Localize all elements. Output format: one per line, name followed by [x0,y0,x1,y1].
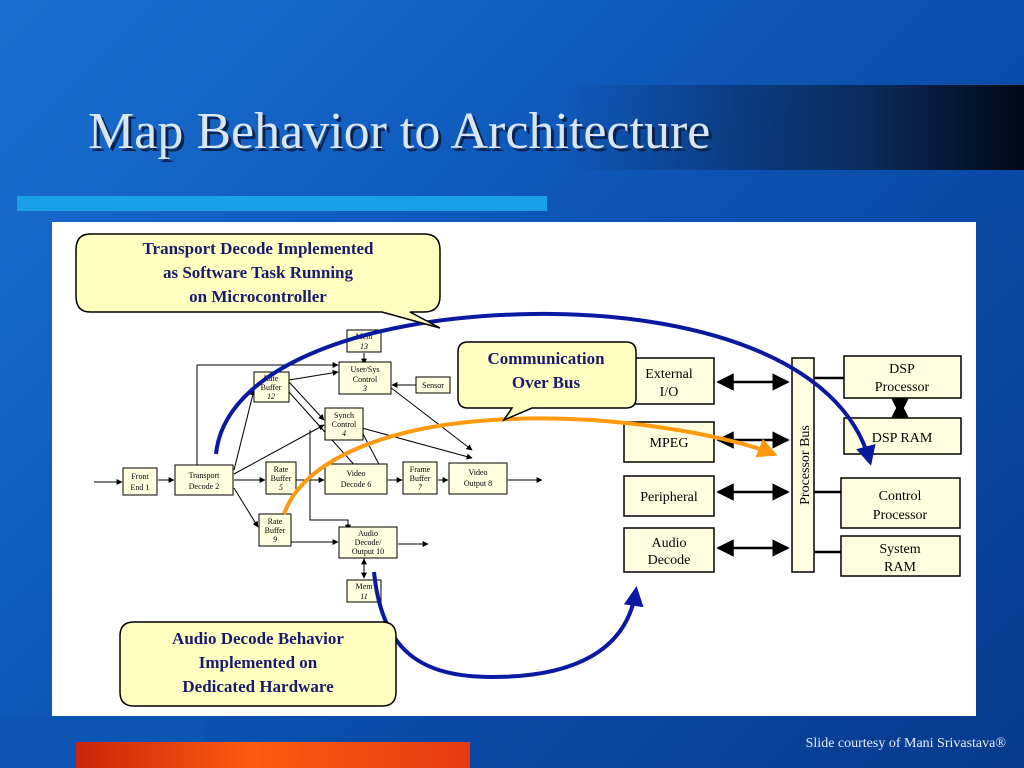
slide-title: Map Behavior to Architecture [88,103,711,160]
svg-text:MPEG: MPEG [650,436,689,451]
svg-text:Audio Decode Behavior: Audio Decode Behavior [172,629,344,648]
svg-text:End 1: End 1 [131,483,150,492]
svg-text:DSP RAM: DSP RAM [872,431,933,446]
svg-text:Rate: Rate [264,374,279,383]
block-sensor: Sensor [415,376,451,394]
svg-text:Implemented on: Implemented on [199,653,318,672]
svg-text:Front: Front [131,472,149,481]
svg-text:Communication: Communication [487,349,605,368]
svg-text:13: 13 [360,342,368,351]
svg-text:Rate: Rate [268,517,283,526]
arch-external-io: External I/O [623,357,715,405]
block-rate-buffer-9: Rate Buffer 9 [258,513,292,547]
svg-text:Audio: Audio [358,529,378,538]
svg-text:3: 3 [362,384,367,393]
svg-text:on Microcontroller: on Microcontroller [189,287,327,306]
svg-text:Output 10: Output 10 [352,547,384,556]
svg-text:Video: Video [346,469,365,478]
arch-dsp-processor: DSP Processor [843,355,962,399]
svg-text:Processor: Processor [873,508,928,523]
svg-text:Processor Bus: Processor Bus [798,425,813,505]
block-frame-buffer: Frame Buffer 7 [402,461,438,495]
svg-text:Decode: Decode [648,553,691,568]
svg-text:4: 4 [342,429,346,438]
svg-text:Frame: Frame [410,465,431,474]
callout-transport: Transport Decode Implemented as Software… [75,233,441,329]
svg-text:Rate: Rate [274,465,289,474]
svg-text:Buffer: Buffer [271,474,292,483]
svg-text:Sensor: Sensor [422,381,444,390]
behavior-diagram [94,353,543,579]
svg-text:Transport: Transport [189,471,221,480]
svg-text:Dedicated Hardware: Dedicated Hardware [182,677,334,696]
diagram-panel: Front End 1 Transport Decode 2 Rate Buff… [52,222,976,716]
svg-text:9: 9 [273,535,277,544]
arch-processor-bus: Processor Bus [791,357,815,573]
arch-audio-decode: Audio Decode [623,527,715,573]
title-band [0,85,1024,170]
block-video-decode: Video Decode 6 [324,463,388,495]
svg-text:Over Bus: Over Bus [512,373,581,392]
svg-text:RAM: RAM [884,560,916,575]
svg-text:Transport Decode Implemented: Transport Decode Implemented [142,239,374,258]
svg-text:Buffer: Buffer [261,383,282,392]
svg-text:Control: Control [332,420,357,429]
slide-credit: Slide courtesy of Mani Srivastava® [805,736,1006,751]
svg-text:Control: Control [353,375,378,384]
block-mem-11: Mem 11 [346,579,382,603]
svg-text:Decode/: Decode/ [355,538,382,547]
arch-system-ram: System RAM [840,535,961,577]
svg-text:11: 11 [360,592,367,601]
title-underline [17,196,547,211]
block-front-end: Front End 1 [122,467,158,496]
block-video-output: Video Output 8 [448,462,508,495]
svg-text:DSP: DSP [889,362,915,377]
callout-communication: Communication Over Bus [457,341,637,422]
arch-peripheral: Peripheral [623,475,715,517]
svg-text:Processor: Processor [875,380,930,395]
svg-text:Output 8: Output 8 [464,479,492,488]
comm-arrow [282,416,778,515]
svg-text:System: System [879,542,920,557]
svg-text:Video: Video [468,468,487,477]
block-audio-decode-output: Audio Decode/ Output 10 [338,526,398,559]
svg-text:as Software Task Running: as Software Task Running [163,263,354,282]
arch-control-processor: Control Processor [840,477,961,529]
footer-accent-bar [76,742,470,768]
svg-text:User/Sys: User/Sys [351,365,380,374]
svg-text:Mem: Mem [356,582,374,591]
svg-text:7: 7 [418,483,423,492]
svg-text:I/O: I/O [660,385,679,400]
mapping-arrow-transport [214,311,876,466]
mapping-arrow-audio [372,571,644,680]
svg-text:Decode 6: Decode 6 [341,480,371,489]
svg-text:Audio: Audio [652,536,687,551]
block-rate-buffer-5: Rate Buffer 5 [265,461,297,495]
svg-text:Buffer: Buffer [265,526,286,535]
svg-text:Peripheral: Peripheral [640,490,698,505]
svg-text:Decode 2: Decode 2 [189,482,219,491]
callout-audio: Audio Decode Behavior Implemented on Ded… [119,621,397,707]
svg-text:12: 12 [267,392,275,401]
block-synch-control: Synch Control 4 [324,407,364,441]
svg-text:Synch: Synch [334,411,354,420]
svg-text:Buffer: Buffer [410,474,431,483]
block-transport-decode: Transport Decode 2 [174,464,234,496]
svg-text:External: External [645,367,693,382]
svg-text:Control: Control [879,489,922,504]
block-user-sys-control: User/Sys Control 3 [338,361,392,395]
svg-text:5: 5 [279,483,283,492]
